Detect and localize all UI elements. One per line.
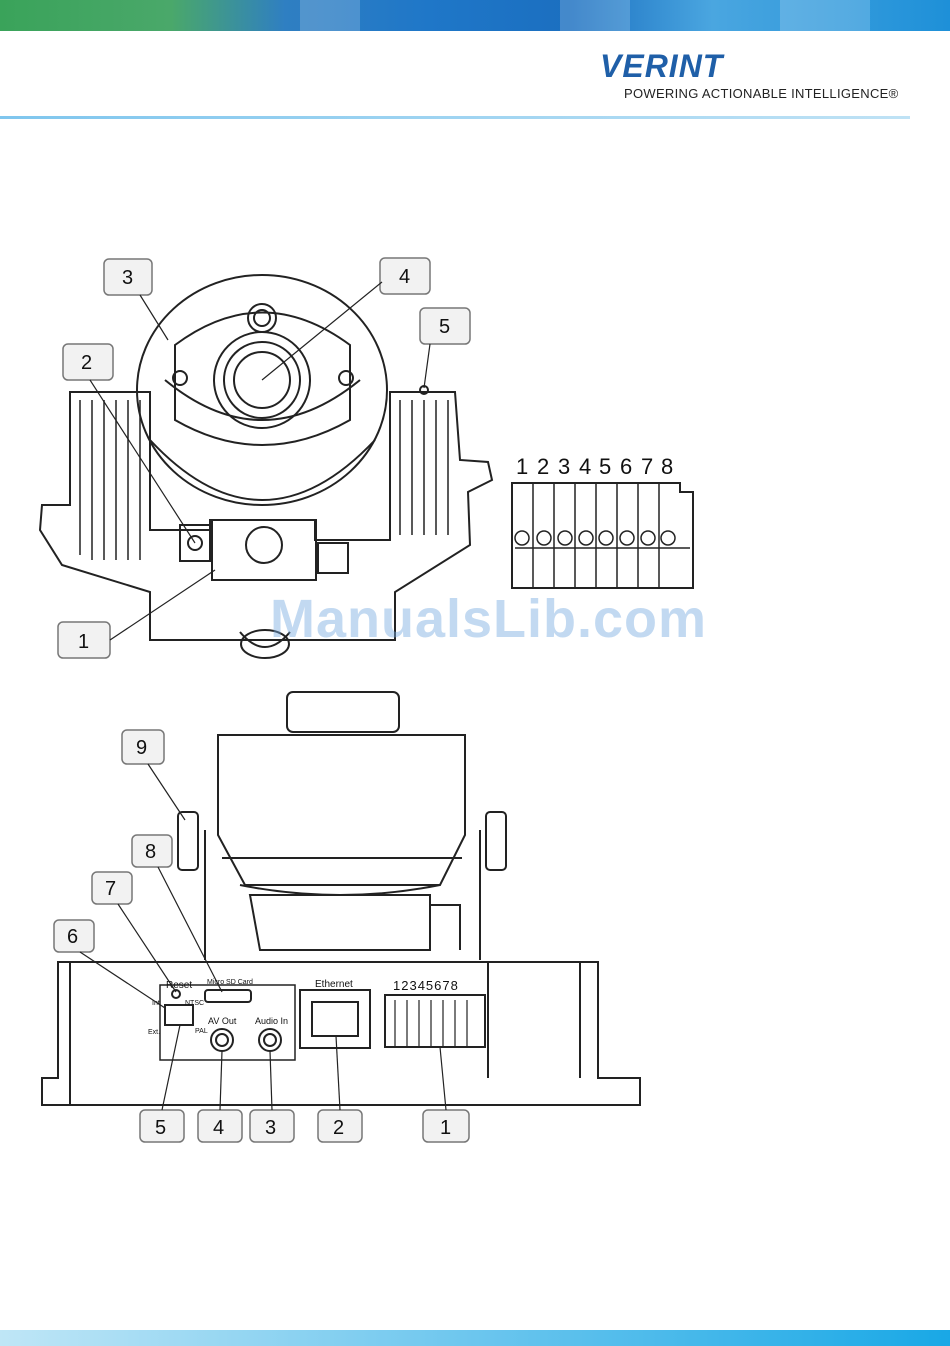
callout-boxes-bottom: 9 8 7 6 5 4 3 2 1: [54, 730, 469, 1142]
callout-7: 7: [92, 872, 132, 904]
pin-number: 3: [558, 454, 570, 479]
svg-text:5: 5: [155, 1117, 166, 1139]
ext-label: Ext.: [148, 1029, 160, 1036]
svg-text:3: 3: [265, 1117, 276, 1139]
callout-5: 5: [420, 308, 470, 344]
svg-text:5: 5: [439, 316, 450, 338]
callout-2: 2: [318, 1110, 362, 1142]
svg-text:4: 4: [213, 1117, 224, 1139]
svg-text:8: 8: [145, 841, 156, 863]
pin-number: 5: [599, 454, 611, 479]
pal-label: PAL: [195, 1028, 208, 1035]
callout-1: 1: [58, 622, 110, 658]
svg-text:6: 6: [67, 926, 78, 948]
callout-3: 3: [250, 1110, 294, 1142]
av-out-label: AV Out: [208, 1016, 237, 1026]
terminal-pin-numbers: 1 2 3 4 5 6 7 8: [516, 454, 673, 479]
pin-number: 4: [579, 454, 591, 479]
port-labels: Reset Micro SD Card Ethernet 12345678 AV…: [148, 978, 459, 1036]
callout-5: 5: [140, 1110, 184, 1142]
audio-in-label: Audio In: [255, 1016, 288, 1026]
terminal-block-diagram: [512, 483, 693, 588]
svg-text:4: 4: [399, 266, 410, 288]
bottom-color-bar: [0, 1330, 950, 1346]
callout-8: 8: [132, 835, 172, 867]
svg-text:7: 7: [105, 878, 116, 900]
pin-number: 8: [661, 454, 673, 479]
callout-1: 1: [423, 1110, 469, 1142]
pin-number: 7: [641, 454, 653, 479]
manualslib-watermark: ManualsLib.com: [270, 588, 707, 650]
callout-2: 2: [63, 344, 113, 380]
ethernet-label: Ethernet: [315, 979, 353, 990]
micro-sd-label: Micro SD Card: [207, 979, 253, 986]
svg-text:1: 1: [78, 631, 89, 653]
svg-text:2: 2: [81, 352, 92, 374]
pin-number: 1: [516, 454, 528, 479]
svg-text:9: 9: [136, 737, 147, 759]
svg-text:1: 1: [440, 1117, 451, 1139]
callout-6: 6: [54, 920, 94, 952]
ntsc-label: NTSC: [185, 1000, 204, 1007]
callout-4: 4: [198, 1110, 242, 1142]
callout-9: 9: [122, 730, 164, 764]
svg-text:3: 3: [122, 267, 133, 289]
pin-number: 2: [537, 454, 549, 479]
pins-label: 12345678: [393, 978, 459, 993]
svg-text:2: 2: [333, 1117, 344, 1139]
callout-4: 4: [380, 258, 430, 294]
pin-number: 6: [620, 454, 632, 479]
reset-label: Reset: [166, 980, 192, 991]
callout-3: 3: [104, 259, 152, 295]
